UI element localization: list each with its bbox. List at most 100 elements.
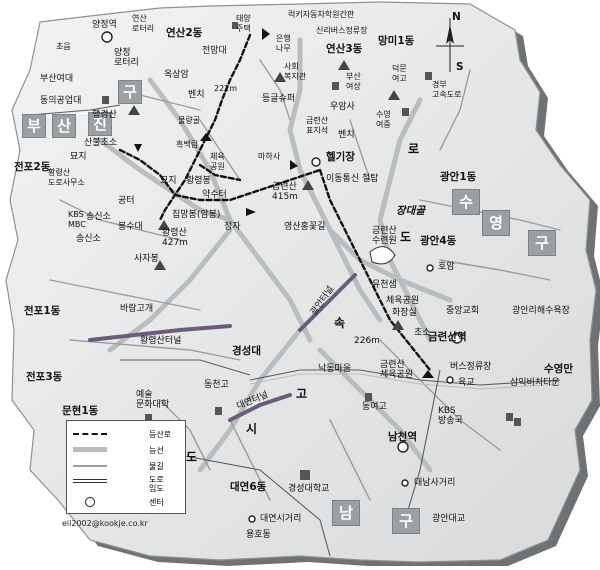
place-ginkgo: 은행 나무 (276, 34, 291, 53)
place-busan-girls-commercial: 부산 여상 (346, 72, 361, 91)
place-deunggeul-super: 등글슈퍼 (262, 94, 296, 104)
tunnels (88, 273, 357, 422)
place-sports-park-2: 체육공원 (386, 296, 420, 306)
dong-daeyeon6: 대연6동 (230, 481, 267, 493)
center-marker-icon (85, 497, 95, 507)
road-char-si: 시 (246, 422, 258, 436)
place-geumnyeonsan-415: 금련산 415m (272, 182, 298, 202)
place-uamsa: 우암사 (330, 102, 355, 112)
dong-yeonsan3: 연산3동 (326, 43, 363, 55)
dong-gwangan4: 광안4동 (420, 235, 457, 247)
roads (29, 104, 561, 557)
place-dongui-tech: 동의공업대 (40, 96, 82, 106)
place-yangjeong-station: 양정역 (92, 20, 117, 30)
place-welfare-center: 사회 복지관 (284, 62, 307, 81)
place-open-ground: 공터 (118, 196, 135, 206)
map-legend: 등산로 능선 물길 도로 임도 센터 (66, 420, 186, 514)
place-cemetery-2: 묘지 (160, 176, 177, 186)
place-road-office: 황령산 도로사무소 (48, 168, 85, 187)
ridge-lines (97, 37, 453, 473)
place-cemetery-1: 묘지 (70, 152, 87, 162)
district-char-san: 산 (52, 114, 76, 138)
compass-icon (436, 18, 464, 72)
place-yeonsan-rotary: 연산 로터리 (132, 14, 155, 33)
place-kbs-station: KBS 방송국 (438, 406, 463, 426)
dong-jeonpo1: 전포1동 (24, 305, 61, 317)
place-restroom: 화장실 (392, 308, 417, 318)
place-jobeum: 초읍 (56, 42, 71, 51)
place-haenggyeongsan: 행경산 (92, 110, 117, 120)
compass-south: S (456, 61, 464, 73)
road-char-sok: 속 (334, 316, 346, 330)
place-bus-stop: 버스정류장 (450, 362, 492, 372)
dong-mangmi1: 망미1동 (378, 35, 415, 47)
compass-north: N (452, 11, 461, 23)
station-markers (101, 31, 463, 523)
place-kbs-mbc: KBS MBC (68, 210, 86, 229)
district-nam-nam: 남 (332, 500, 360, 526)
place-gwangalli-beach: 광안리해수욕장 (512, 306, 570, 316)
place-kyungsung-university: 경성대학교 (288, 484, 330, 494)
place-overpass: 육교 (458, 378, 475, 388)
place-beacon: 봉수대 (118, 222, 143, 232)
place-gyeongseong: 경성대 (232, 345, 261, 357)
compass: N S (430, 11, 470, 76)
place-telecom-tower: 이동통신 철탑 (326, 174, 379, 184)
dong-yeonsan2: 연산2동 (166, 27, 203, 39)
place-lucky-sign: 럭키자동차학원간판 (288, 10, 355, 19)
place-observatory: 전망대 (202, 46, 227, 56)
peaks (128, 60, 404, 330)
place-hwangnyeongbong: 황령봉 (186, 176, 211, 186)
place-mahasa: 마하사 (258, 152, 281, 161)
place-bench-1: 벤치 (188, 90, 205, 100)
place-fire-post: 산불초소 (84, 138, 118, 148)
district-char-bu: 부 (22, 114, 46, 138)
place-hwangnyeong-tunnel: 황령산터널 (140, 336, 182, 346)
dong-gwangan1: 광안1동 (440, 171, 477, 183)
road-char-go: 고 (296, 387, 308, 401)
place-hwangnyeongsan-427: 황령산 427m (162, 228, 188, 248)
road-char-do: 도 (400, 230, 412, 244)
place-shinri-bus: 신리버스정류장 (316, 26, 368, 35)
place-taeyang-housing: 태양 주택 (236, 14, 251, 33)
place-gyeongbu-expressway: 경부 고속도로 (432, 80, 462, 99)
place-baram-pass: 바람고개 (120, 304, 154, 314)
district-suyeong-gu: 구 (528, 230, 556, 256)
place-222m: 222m (214, 84, 238, 93)
place-dongyeo-high: 동여고 (362, 402, 387, 412)
dong-jeonpo3: 전포3동 (26, 371, 63, 383)
place-arts-college: 예술 문화대학 (136, 390, 170, 410)
place-suyeong-girls-middle: 수영 여중 (376, 110, 391, 129)
place-gwangan-bridge: 광안대교 (432, 514, 466, 524)
place-busan-womens-college: 부산여대 (40, 74, 74, 84)
place-geumnyeonsan-station: 금련산역 (428, 331, 467, 343)
district-char-jin: 진 (88, 112, 112, 136)
place-sports-park: 체육 공원 (210, 152, 225, 171)
place-nakdong-village: 낙동마을 (318, 364, 352, 374)
place-transmitter-2: 송신소 (76, 234, 101, 244)
district-suyeong-su: 수 (452, 189, 480, 215)
place-samik-beach-town: 삼익비치타운 (510, 378, 560, 388)
place-transmitter: 송신소 (86, 212, 111, 222)
place-deokmun-girls-high: 덕문 여고 (392, 64, 407, 83)
place-azalea-path: 영산홍꽃길 (284, 222, 326, 232)
place-bench-2: 벤치 (338, 130, 355, 140)
legend-trail: 등산로 (73, 429, 183, 439)
legend-center: 센터 (73, 497, 183, 507)
place-oksangam: 옥상암 (164, 70, 189, 80)
buildings (102, 22, 521, 480)
place-mullanggol: 물량골 (178, 116, 201, 125)
place-pavilion: 정자 (224, 222, 241, 232)
place-namcheon-station: 남천역 (388, 431, 417, 443)
dong-jeonpo2: 전포2동 (14, 161, 51, 173)
place-jangdaegol: 장대골 (396, 205, 425, 217)
place-daenam-intersection: 대남사거리 (414, 478, 456, 488)
credit-email: eil2002@kookje.co.kr (62, 519, 148, 528)
district-char-gu: 구 (118, 80, 142, 104)
place-spring-2: 유천샘 (372, 280, 397, 290)
dong-munhyeon1: 문현1동 (62, 405, 99, 417)
legend-road: 도로 임도 (73, 475, 183, 495)
place-guard-post: 초소 (414, 328, 431, 338)
reservoir (369, 246, 396, 265)
road-char-ro: 로 (408, 142, 420, 156)
